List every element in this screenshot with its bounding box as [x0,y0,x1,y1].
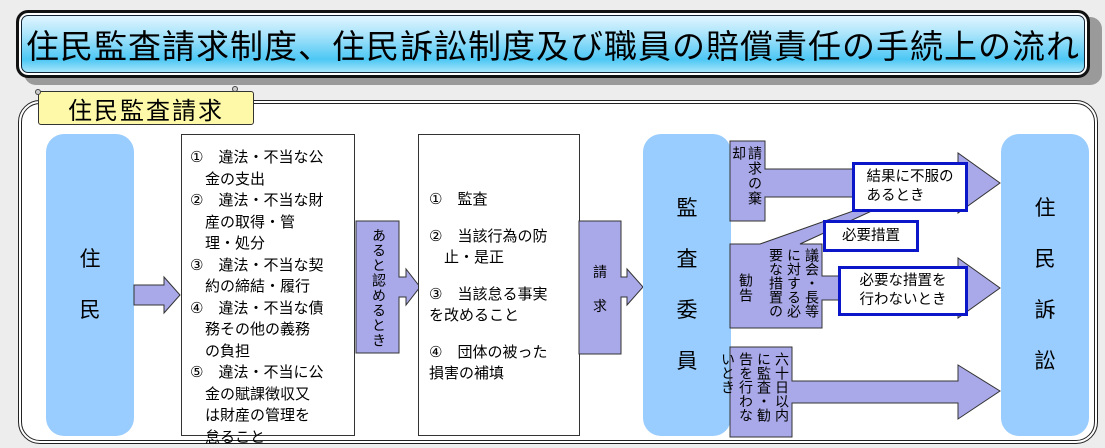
demand-item: ③ 当該怠る事実 を改めること [429,284,548,325]
section-label-text: 住民監査請求 [68,96,224,125]
scroll-curl-right [232,86,238,92]
arrow-request [578,220,644,355]
ground-item: ② 違法・不当な財 産の取得・管 理・処分 [190,191,324,252]
section-label: 住民監査請求 [38,91,254,125]
entity-resident-lawsuit: 住 民 訴 訟 [1001,134,1089,436]
demand-item: ① 監査 [429,190,488,208]
ground-item: ⑤ 違法・不当に公 金の賦課徴収又 は財産の管理を 怠ること [190,363,324,446]
title-banner: 住民監査請求制度、住民訴訟制度及び職員の賠償責任の手続上の流れ [16,10,1090,78]
request-label: 請 求 [580,262,620,316]
entity-char: 員 [676,349,698,373]
no-action-label: 六十日以内に監査・勧告を行わないとき [719,352,789,422]
condition-label: あると認めるとき [370,228,386,348]
rejection-label: 請求の棄却 [730,146,762,206]
entity-char: 民 [79,298,101,322]
entity-residents: 住 民 [46,134,134,436]
callout-dissatisfied: 結果に不服の あるとき [852,162,968,212]
entity-char: 査 [676,247,698,271]
grounds-box: ① 違法・不当な公 金の支出 ② 違法・不当な財 産の取得・管 理・処分 ③ 違… [181,134,355,446]
arrow-residents-to-grounds [133,275,181,315]
ground-item: ④ 違法・不当な債 務その他の義務 の負担 [190,298,324,360]
page-title: 住民監査請求制度、住民訴訟制度及び職員の賠償責任の手続上の流れ [26,27,1080,66]
callout-no-measures: 必要な措置を 行わないとき [838,266,968,316]
demand-item: ② 当該行為の防 止・是正 [429,226,548,267]
entity-char: 住 [1034,196,1056,220]
entity-char: 住 [79,247,101,271]
arrow-no-action-60days [729,346,1001,438]
scroll-curl-left [35,89,41,95]
ground-item: ① 違法・不当な公 金の支出 [190,148,324,188]
entity-char: 民 [1034,247,1056,271]
entity-char: 委 [676,298,698,322]
entity-char: 監 [676,196,698,220]
ground-item: ③ 違法・不当な契 約の締結・履行 [190,255,324,296]
demand-item: ④ 団体の被った 損害の補填 [429,342,548,383]
entity-char: 訴 [1034,298,1056,322]
demands-box: ① 監査 ② 当該行為の防 止・是正 ③ 当該怠る事実 を改めること ④ 団体の… [418,134,580,436]
arrow-condition [355,220,421,354]
entity-char: 訟 [1034,349,1056,373]
request-label-char: 請 [593,265,607,281]
recommendation-label-right: 議会・長等に対する必要な措置の [767,248,819,318]
callout-necessary-measures: 必要措置 [823,220,919,252]
recommendation-label-left: 勧告 [737,273,753,303]
request-label-char: 求 [593,299,607,315]
entity-audit-commissioners: 監 査 委 員 [643,134,731,436]
